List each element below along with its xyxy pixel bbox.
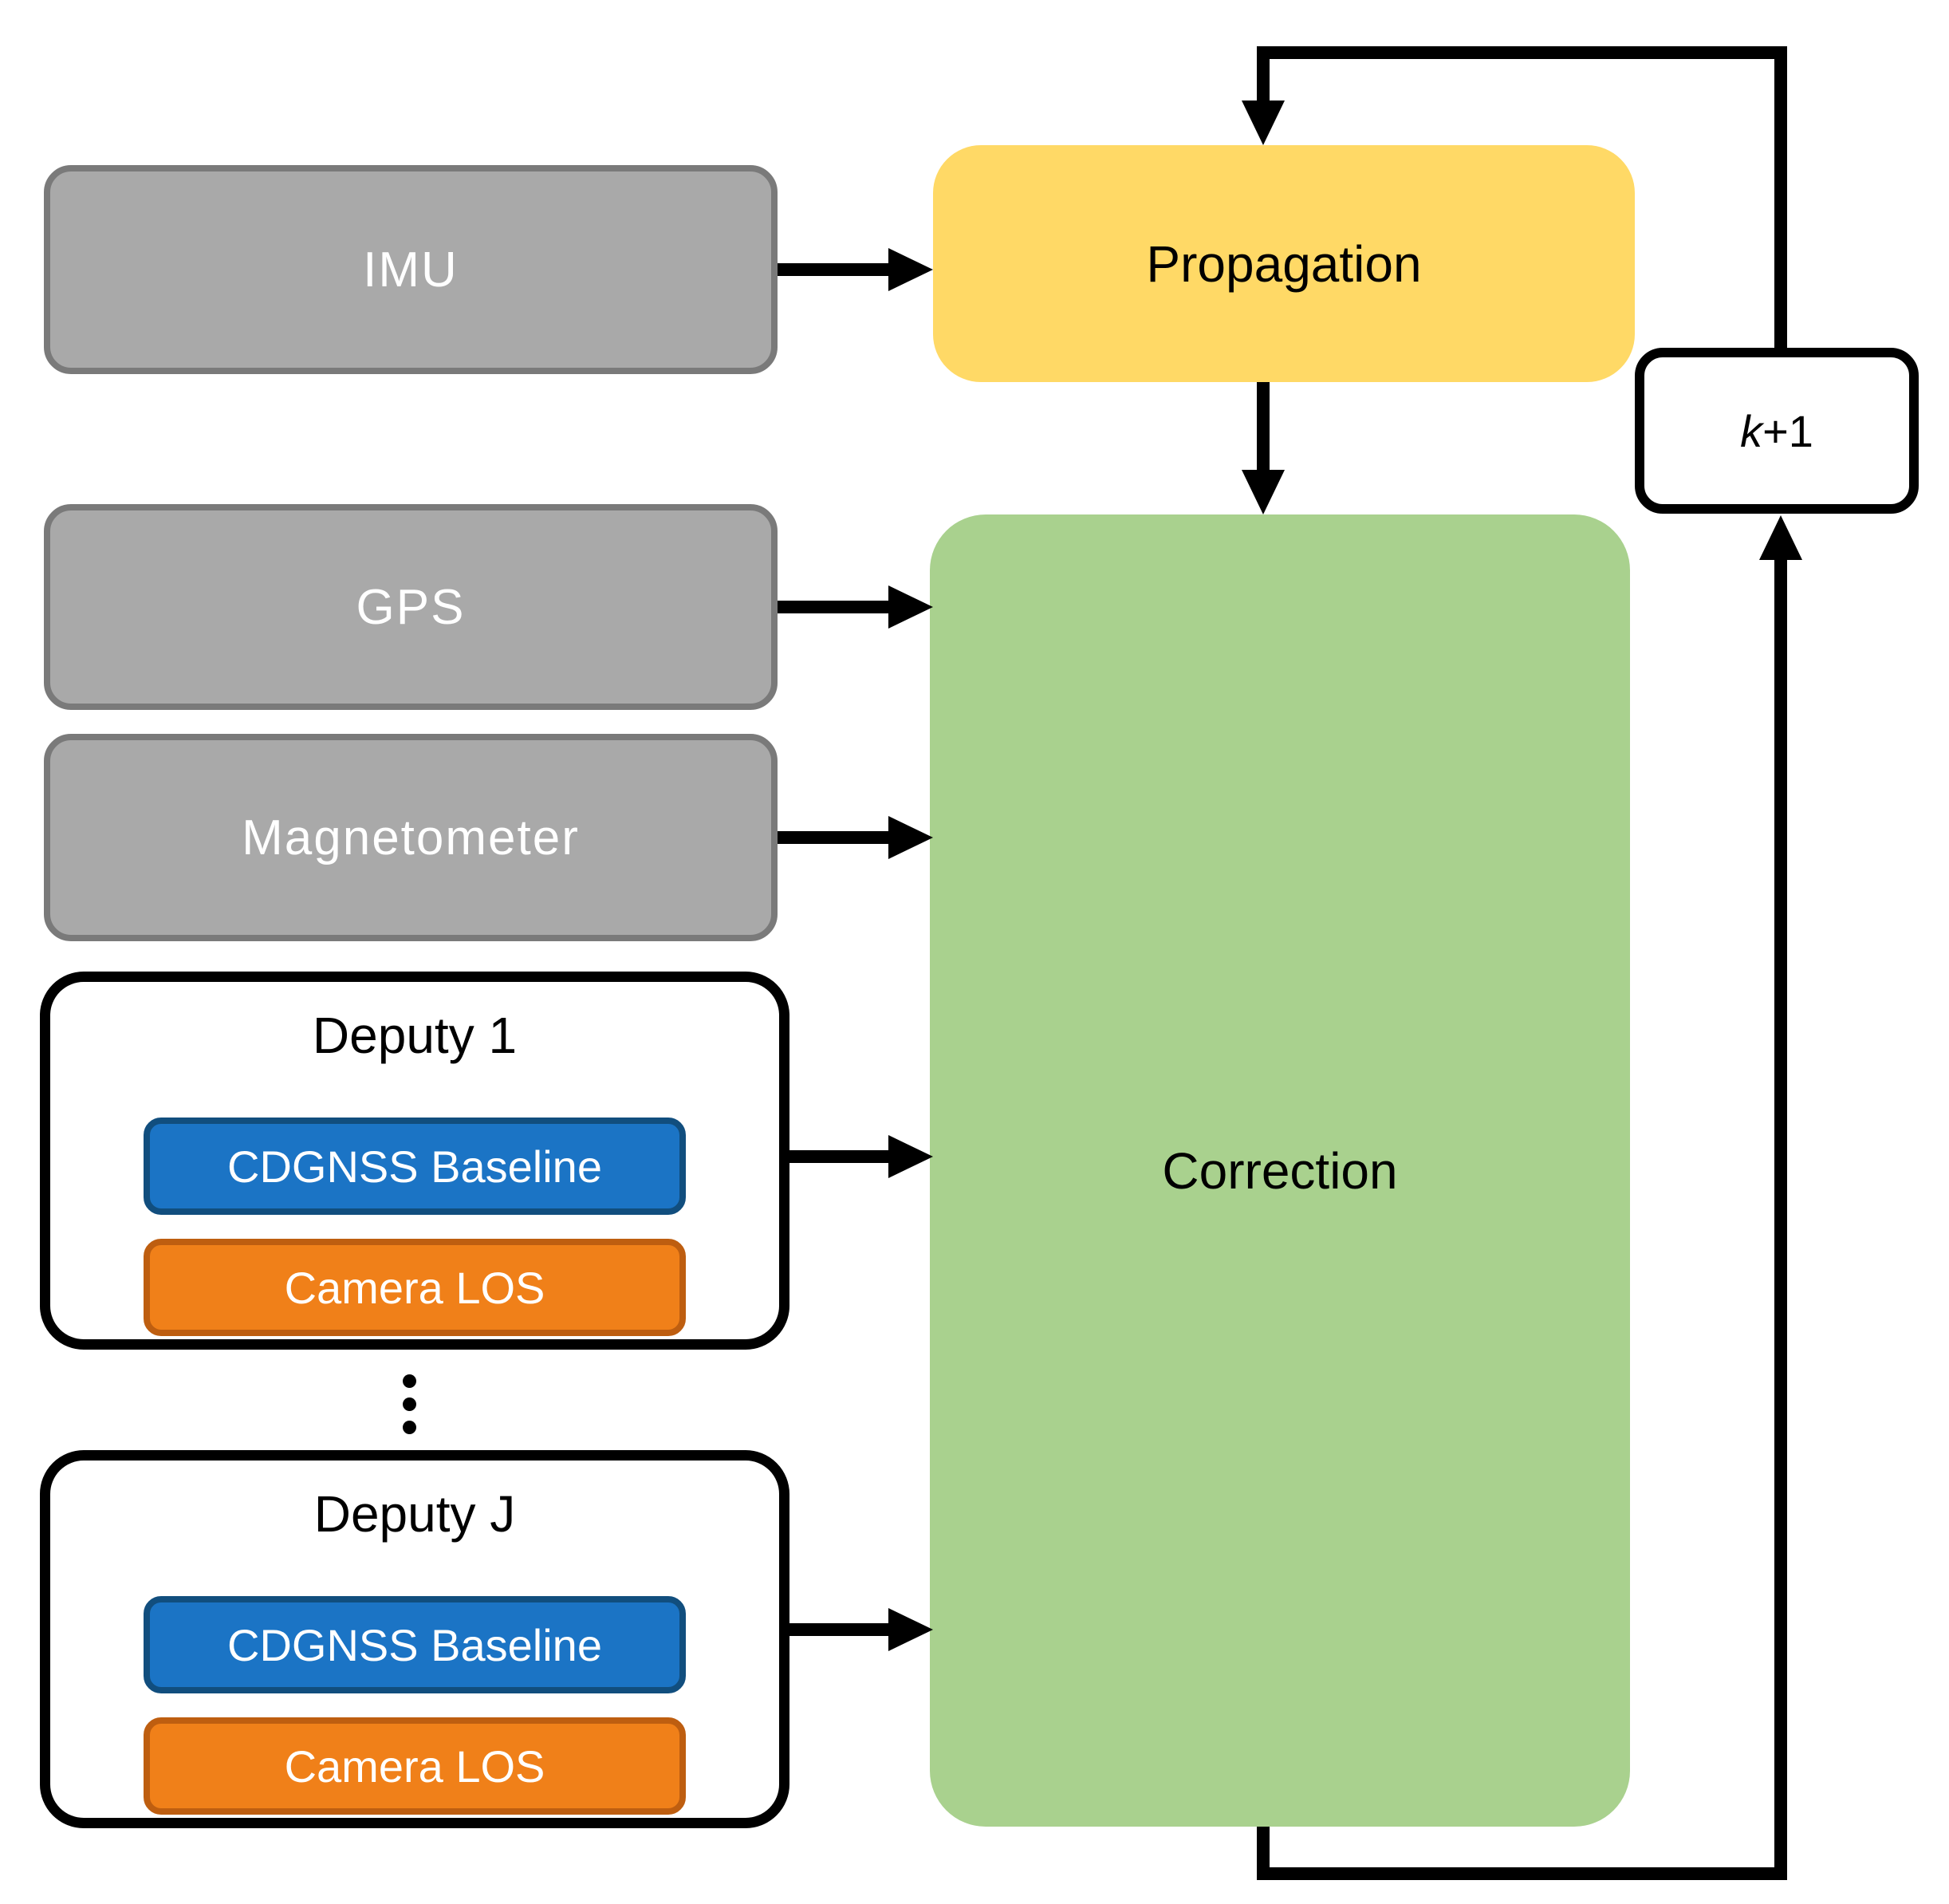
deputy-j-camera-los-node: Camera LOS [144,1717,686,1815]
deputy-j-camera-los-label: Camera LOS [284,1740,545,1792]
time-increment-node: k+1 [1635,348,1919,514]
arrow-deputy-j-to-correction-line [789,1623,890,1636]
gps-label: GPS [356,579,466,635]
deputy-1-group: Deputy 1 CDGNSS Baseline Camera LOS [40,972,789,1350]
arrow-magnetometer-to-correction-line [778,831,890,844]
arrow-deputy-j-to-correction-head [888,1608,933,1651]
arrow-into-propagation-head [1242,101,1285,145]
imu-node: IMU [44,165,778,374]
deputy-1-cdgnss-baseline-node: CDGNSS Baseline [144,1118,686,1215]
magnetometer-label: Magnetometer [242,810,580,865]
deputy-j-cdgnss-baseline-label: CDGNSS Baseline [227,1619,602,1670]
deputy-j-cdgnss-baseline-node: CDGNSS Baseline [144,1596,686,1693]
feedback-loop-right-upper-line [1774,46,1787,348]
arrow-deputy-1-to-correction-line [789,1150,890,1163]
arrow-magnetometer-to-correction-head [888,816,933,859]
feedback-loop-bottom-line [1257,1867,1787,1880]
deputy-1-title: Deputy 1 [312,1007,518,1064]
correction-node: Correction [930,514,1630,1827]
arrow-gps-to-correction-line [778,601,890,613]
deputy-j-group: Deputy J CDGNSS Baseline Camera LOS [40,1450,789,1828]
deputy-1-camera-los-label: Camera LOS [284,1262,545,1313]
deputy-1-cdgnss-baseline-label: CDGNSS Baseline [227,1141,602,1192]
propagation-label: Propagation [1146,235,1422,293]
time-increment-label: k+1 [1740,405,1813,457]
imu-label: IMU [363,242,459,298]
magnetometer-node: Magnetometer [44,734,778,941]
k-symbol: k [1740,405,1763,456]
arrow-propagation-to-correction-line [1257,382,1270,471]
propagation-node: Propagation [933,145,1635,382]
feedback-loop-left-drop-line [1257,46,1270,102]
arrow-propagation-to-correction-head [1242,470,1285,514]
arrow-into-time-increment-head [1759,515,1802,560]
arrow-gps-to-correction-head [888,585,933,629]
arrow-imu-to-propagation-head [888,248,933,291]
deputy-j-title: Deputy J [313,1485,516,1543]
arrow-deputy-1-to-correction-head [888,1135,933,1178]
gps-node: GPS [44,504,778,710]
arrow-imu-to-propagation-line [778,263,890,276]
ellipsis-dot [403,1374,416,1388]
ellipsis-dot [403,1421,416,1434]
correction-label: Correction [1162,1141,1398,1200]
deputy-1-camera-los-node: Camera LOS [144,1239,686,1336]
feedback-loop-right-lower-line [1774,558,1787,1880]
feedback-loop-top-line [1257,46,1787,59]
plus-one: +1 [1762,405,1813,456]
ellipsis-dot [403,1397,416,1411]
feedback-loop-correction-stub-line [1257,1827,1270,1880]
